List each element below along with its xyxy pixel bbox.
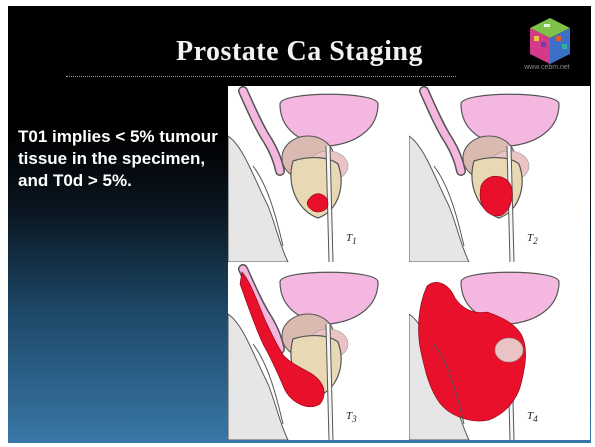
panel-t4: T4 — [409, 264, 589, 440]
anatomy-illustration-t2 — [409, 86, 589, 262]
stage-label-t4: T4 — [527, 410, 538, 424]
anatomy-illustration-t1 — [228, 86, 408, 262]
cebm-logo-icon — [528, 16, 572, 66]
anatomy-illustration-t3 — [228, 264, 408, 440]
stage-label-t1: T1 — [346, 232, 357, 246]
slide: Prostate Ca Staging www.cebm.net T01 imp… — [8, 6, 591, 443]
staging-figure: T1 T2 — [228, 86, 590, 440]
panel-t3: T3 — [228, 264, 408, 440]
panel-t2: T2 — [409, 86, 589, 262]
body-text: T01 implies < 5% tumour tissue in the sp… — [18, 126, 218, 192]
title-divider — [66, 76, 456, 77]
stage-label-t3: T3 — [346, 410, 357, 424]
stage-label-t2: T2 — [527, 232, 538, 246]
anatomy-illustration-t4 — [409, 264, 589, 440]
logo-url-text: www.cebm.net — [504, 64, 590, 71]
panel-t1: T1 — [228, 86, 408, 262]
